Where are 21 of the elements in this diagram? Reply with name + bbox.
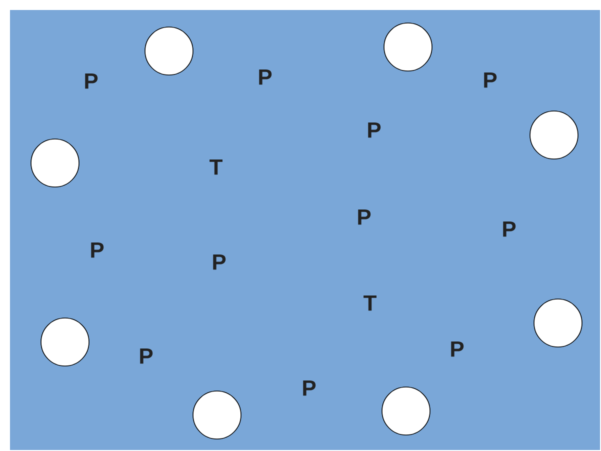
letter-label: P [140,348,153,364]
circle [30,138,80,188]
letter-label: P [213,254,226,270]
circle [144,26,194,76]
circle [534,298,582,348]
letter-label: P [358,209,371,225]
circle [382,386,430,436]
circle [40,318,90,366]
letter-label: P [91,242,104,258]
letter-label: P [303,380,316,396]
letter-label: T [364,295,376,311]
circle [384,22,432,72]
letter-label: P [503,221,516,237]
circle [192,390,242,440]
letter-label: T [210,159,222,175]
letter-label: P [259,69,272,85]
letter-label: P [85,73,98,89]
letter-label: P [451,341,464,357]
letter-label: P [484,72,497,88]
circle [530,110,578,160]
letter-label: P [368,122,381,138]
